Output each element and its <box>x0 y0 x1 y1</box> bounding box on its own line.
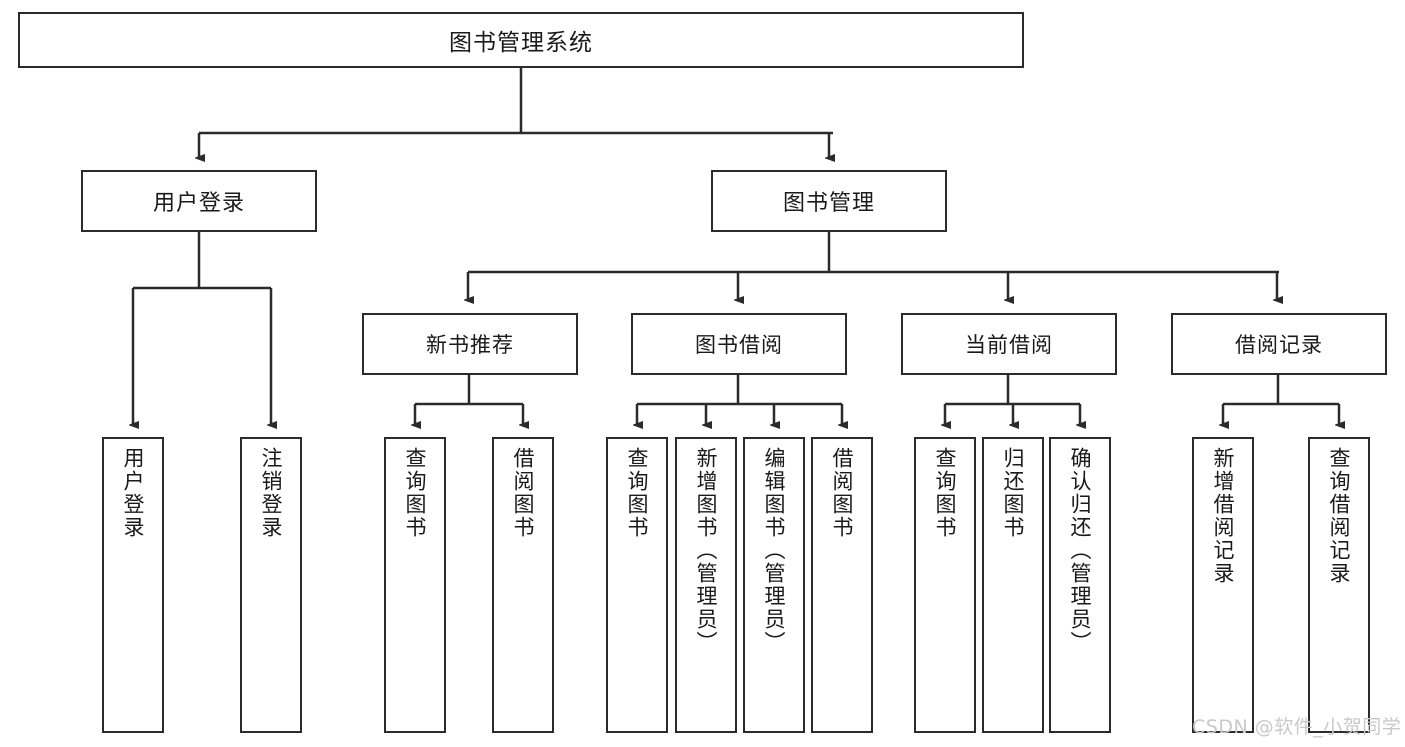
leaf-borrow-add-book-admin[interactable]: 新增图书（管理员） <box>675 437 737 733</box>
node-label: 查询图书 <box>933 447 958 539</box>
node-book-management-system[interactable]: 图书管理系统 <box>18 12 1024 68</box>
node-label: 借阅图书 <box>830 447 855 539</box>
leaf-borrow-query-book[interactable]: 查询图书 <box>606 437 668 733</box>
node-label: 归还图书 <box>1001 447 1026 539</box>
node-label: 编辑图书（管理员） <box>762 447 787 654</box>
node-label: 注销登录 <box>259 447 284 539</box>
leaf-current-query-book[interactable]: 查询图书 <box>914 437 976 733</box>
node-label: 用户登录 <box>121 447 146 539</box>
node-label: 查询图书 <box>403 447 428 539</box>
node-label: 图书管理系统 <box>449 30 593 56</box>
node-new-book-recommendation[interactable]: 新书推荐 <box>362 313 578 375</box>
node-label: 确认归还（管理员） <box>1068 447 1093 654</box>
leaf-newbook-query-book[interactable]: 查询图书 <box>384 437 446 733</box>
node-borrowing-record[interactable]: 借阅记录 <box>1171 313 1387 375</box>
node-label: 图书借阅 <box>695 333 783 357</box>
leaf-borrow-edit-book-admin[interactable]: 编辑图书（管理员） <box>743 437 805 733</box>
node-label: 图书管理 <box>782 191 875 216</box>
leaf-user-login[interactable]: 用户登录 <box>102 437 164 733</box>
node-label: 当前借阅 <box>965 333 1053 357</box>
node-label: 新书推荐 <box>426 333 514 357</box>
leaf-borrow-lend-book[interactable]: 借阅图书 <box>811 437 873 733</box>
node-label: 新增图书（管理员） <box>694 447 719 654</box>
leaf-newbook-borrow-book[interactable]: 借阅图书 <box>492 437 554 733</box>
node-user-login[interactable]: 用户登录 <box>81 170 317 232</box>
node-label: 查询借阅记录 <box>1327 447 1352 585</box>
leaf-record-add-record[interactable]: 新增借阅记录 <box>1192 437 1254 733</box>
leaf-record-query-record[interactable]: 查询借阅记录 <box>1308 437 1370 733</box>
node-book-borrowing[interactable]: 图书借阅 <box>631 313 847 375</box>
node-label: 查询图书 <box>625 447 650 539</box>
leaf-current-return-book[interactable]: 归还图书 <box>982 437 1044 733</box>
node-book-management[interactable]: 图书管理 <box>711 170 947 232</box>
node-label: 借阅图书 <box>511 447 536 539</box>
leaf-current-confirm-return-admin[interactable]: 确认归还（管理员） <box>1049 437 1111 733</box>
node-label: 新增借阅记录 <box>1211 447 1236 585</box>
node-label: 借阅记录 <box>1235 333 1323 357</box>
node-current-borrowing[interactable]: 当前借阅 <box>901 313 1117 375</box>
node-label: 用户登录 <box>152 191 245 216</box>
leaf-user-logout[interactable]: 注销登录 <box>240 437 302 733</box>
